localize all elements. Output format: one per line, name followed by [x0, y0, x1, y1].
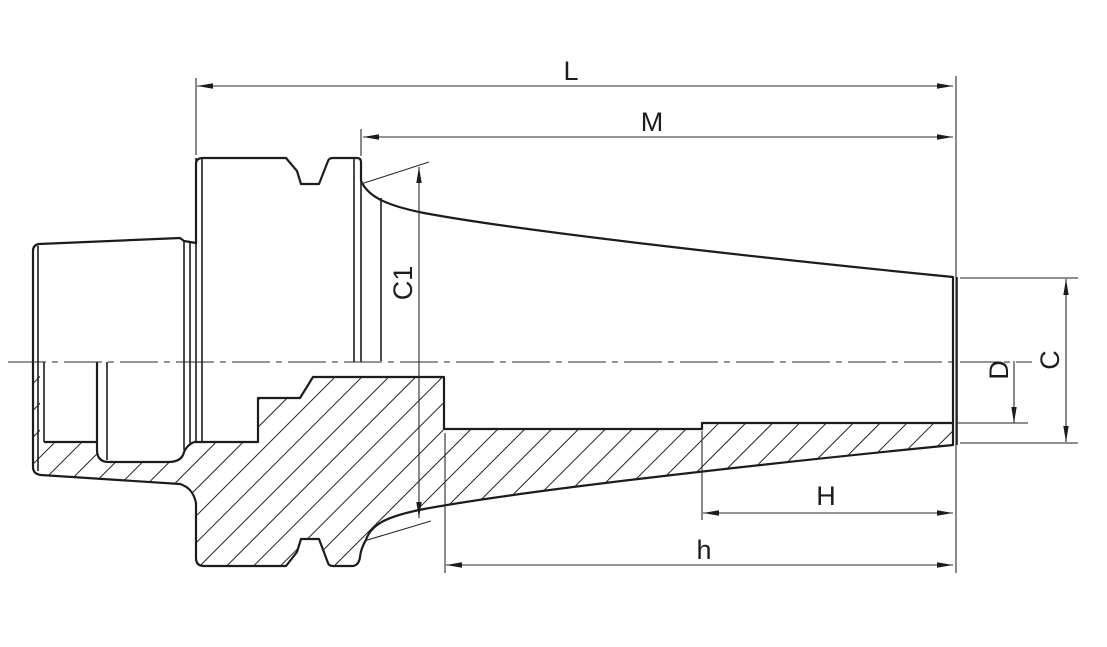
dim-label-h: h — [696, 535, 711, 565]
bore-profile — [194, 375, 953, 444]
arrow-h-left — [446, 562, 462, 568]
arrow-C-top — [1063, 279, 1069, 295]
arrow-C1-top — [416, 167, 422, 183]
c1-tangent-top — [360, 161, 430, 185]
shank-cavity-profile — [44, 362, 195, 464]
arrow-h-right — [937, 562, 953, 568]
part-outer-profile — [31, 156, 955, 568]
dim-label-M: M — [641, 107, 664, 137]
arrow-D-bottom — [1011, 407, 1017, 423]
arrow-H-left — [703, 510, 719, 516]
arrow-L-right — [937, 83, 953, 89]
arrow-M-left — [363, 134, 379, 140]
arrow-C1-bottom — [416, 502, 422, 518]
c1-tangent-bottom — [363, 520, 432, 542]
arrow-M-right — [937, 134, 953, 140]
arrow-L-left — [197, 83, 213, 89]
dim-label-D: D — [984, 360, 1014, 380]
dim-label-C1: C1 — [388, 266, 418, 301]
dim-label-C: C — [1035, 350, 1065, 370]
arrow-C-bottom — [1063, 426, 1069, 442]
section-hatch-fill — [33, 362, 953, 566]
dim-label-H: H — [816, 481, 836, 511]
dim-label-L: L — [563, 56, 578, 86]
arrow-H-right — [937, 510, 953, 516]
